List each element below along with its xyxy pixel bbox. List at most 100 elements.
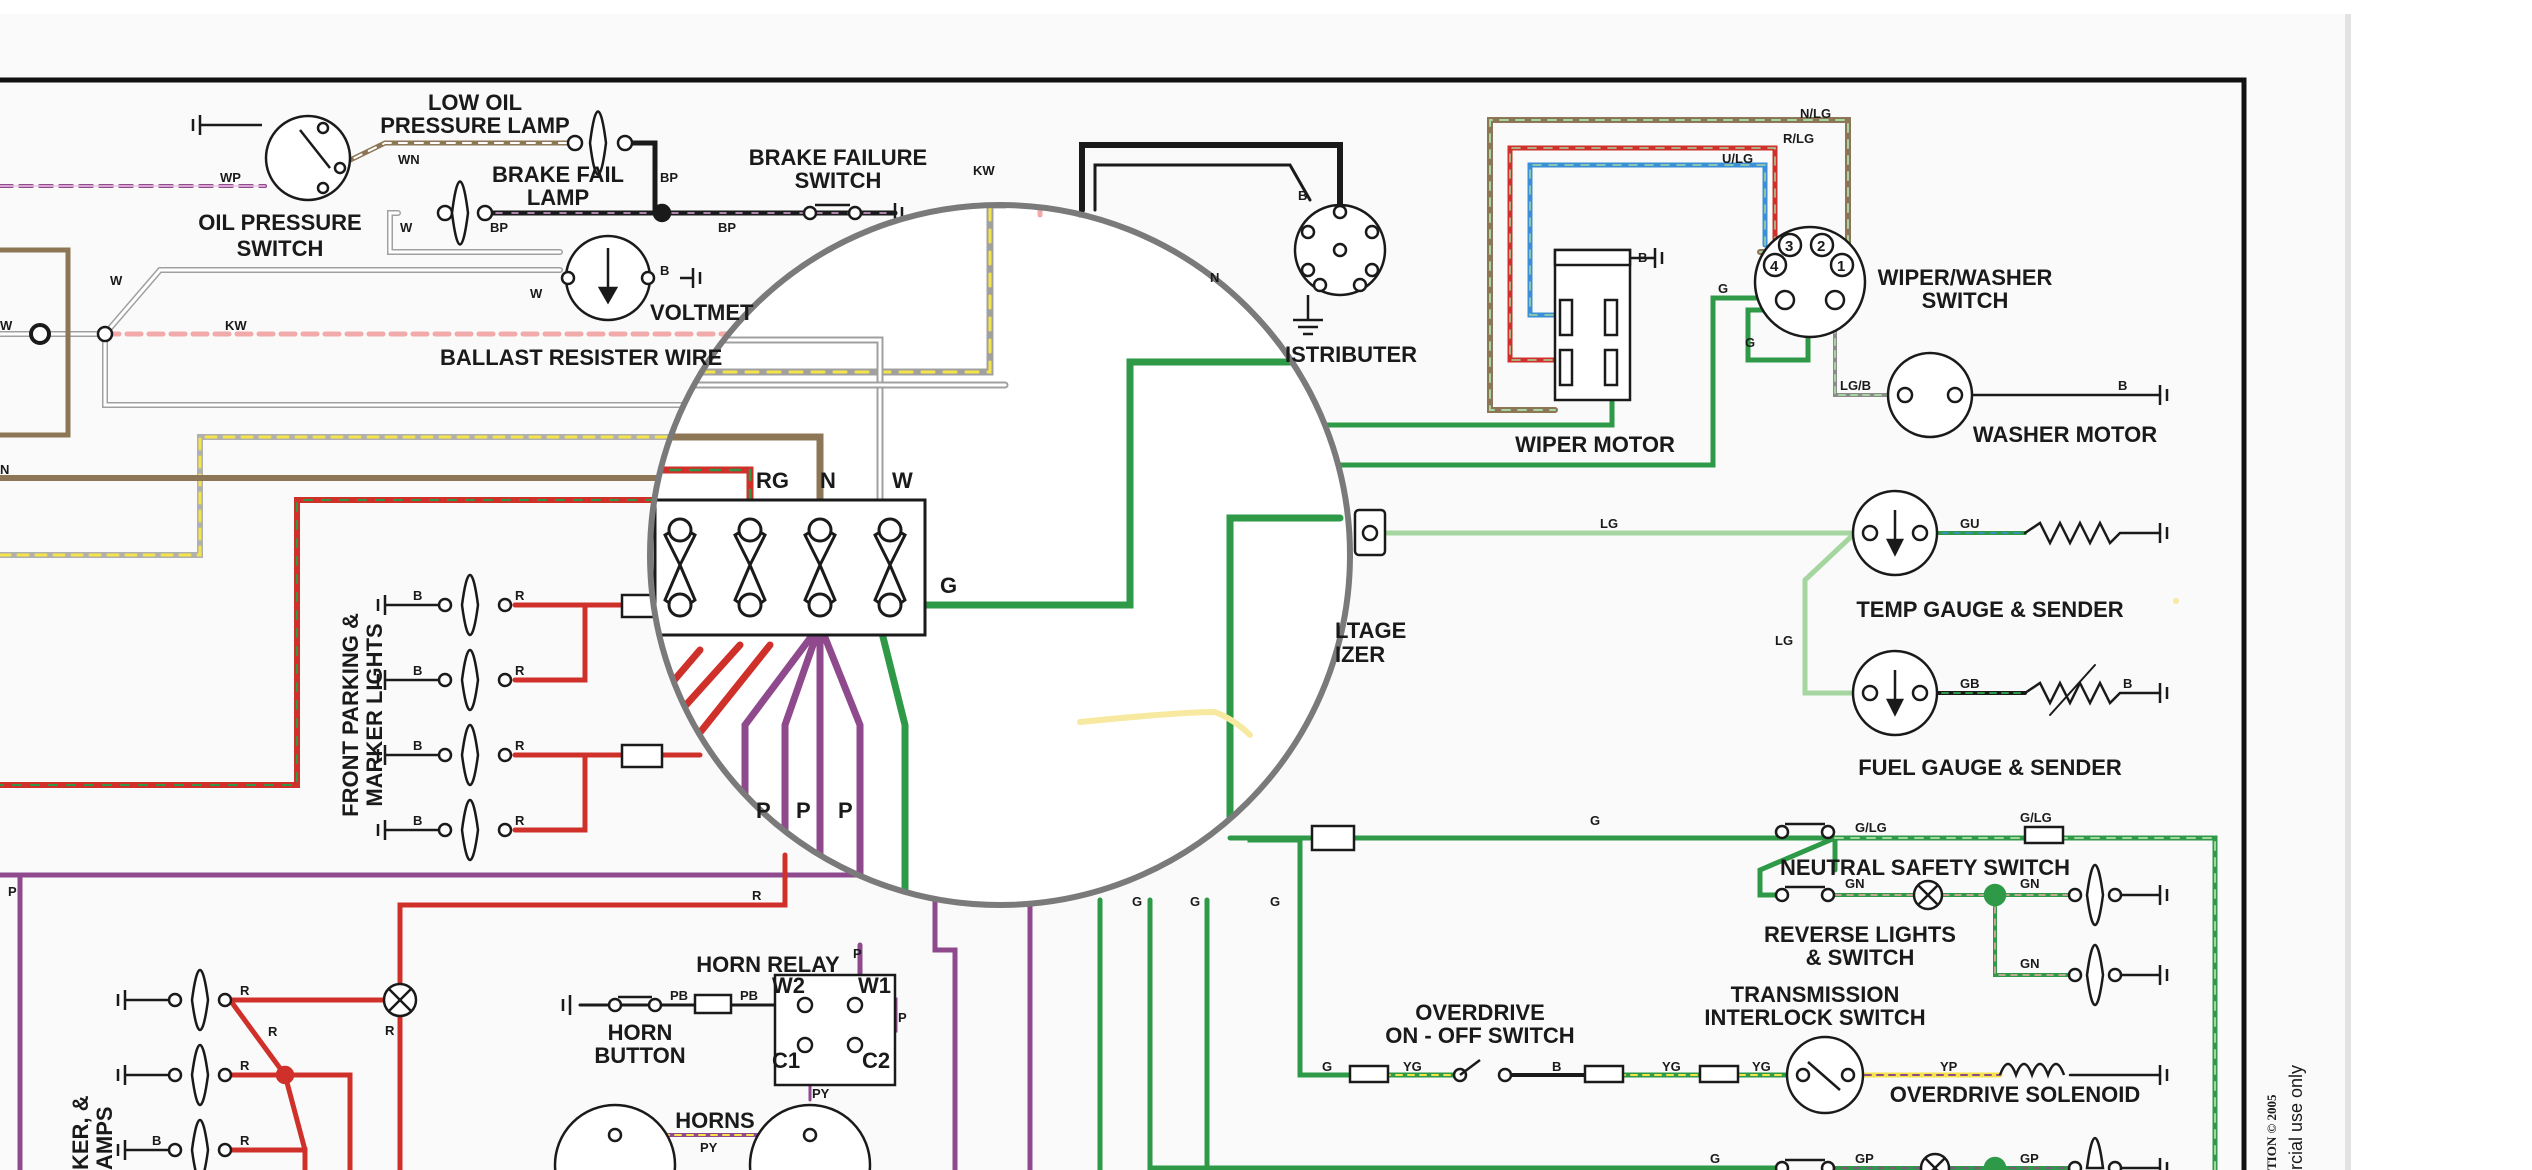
- wire-g-5: G: [1132, 894, 1142, 909]
- wire-b-10: B: [413, 813, 422, 828]
- label-side-marker-2: AMPS: [92, 1106, 117, 1170]
- wire-b-6: B: [1552, 1059, 1561, 1074]
- wire-r-5: R: [752, 888, 762, 903]
- relay-c2: C2: [862, 1048, 890, 1073]
- switch-terminal-4: 4: [1770, 258, 1779, 275]
- wire-yg-3: YG: [1752, 1059, 1771, 1074]
- wire-b-5: B: [2123, 676, 2132, 691]
- wire-w-3: W: [0, 318, 13, 333]
- wire-bp-2: BP: [490, 220, 508, 235]
- wire-r-8: R: [240, 1058, 250, 1073]
- switch-terminal-1: 1: [1837, 258, 1845, 275]
- wire-gn-3: GN: [2020, 956, 2040, 971]
- wire-r-2: R: [515, 663, 525, 678]
- label-wiper-switch-1: WIPER/WASHER: [1878, 265, 2053, 290]
- label-brake-failure-switch-2: SWITCH: [795, 168, 882, 193]
- wire-g-1: G: [1718, 281, 1728, 296]
- wire-p-2: P: [853, 946, 862, 961]
- wire-b-2: B: [1298, 188, 1307, 203]
- wire-yp: YP: [1940, 1059, 1958, 1074]
- wire-lgb: LG/B: [1840, 378, 1871, 393]
- fuse-label-p3: P: [838, 798, 853, 823]
- wire-bp-3: BP: [718, 220, 736, 235]
- ground-symbols: [116, 115, 2169, 1170]
- copyright-note: TION © 2005 rcial use only: [2264, 1065, 2306, 1170]
- wire-g-7: G: [1322, 1059, 1332, 1074]
- terminal-labels: W2 W1 C1 C2 1 2 3 4: [772, 238, 1845, 1073]
- wire-gp-1: GP: [1855, 1151, 1874, 1166]
- wire-g-3: G: [1590, 813, 1600, 828]
- fuse-label-w: W: [892, 468, 913, 493]
- label-distributer: ISTRIBUTER: [1285, 342, 1417, 367]
- wire-gp-2: GP: [2020, 1151, 2039, 1166]
- label-overdrive-switch-1: OVERDRIVE: [1415, 1000, 1545, 1025]
- label-wiper-motor: WIPER MOTOR: [1515, 432, 1675, 457]
- label-transmission-2: INTERLOCK SWITCH: [1704, 1005, 1925, 1030]
- switch-terminal-2: 2: [1817, 238, 1825, 255]
- wire-b-9: B: [413, 738, 422, 753]
- label-overdrive-switch-2: ON - OFF SWITCH: [1385, 1023, 1574, 1048]
- label-brake-fail-1: BRAKE FAIL: [492, 162, 624, 187]
- diagram-border: [0, 77, 2247, 1170]
- label-side-marker-1: KER, &: [68, 1095, 93, 1170]
- wire-b-3: B: [1638, 250, 1647, 265]
- wire-pb-1: PB: [670, 988, 688, 1003]
- wire-g-4: G: [1270, 894, 1280, 909]
- highlight-dot: [2173, 598, 2179, 604]
- wire-w-1: W: [400, 220, 413, 235]
- wire-g-6: G: [1190, 894, 1200, 909]
- label-neutral-safety: NEUTRAL SAFETY SWITCH: [1780, 855, 2070, 880]
- label-low-oil-2: PRESSURE LAMP: [380, 113, 569, 138]
- label-voltage-stab-2: IZER: [1335, 642, 1385, 667]
- components: [29, 110, 2160, 1170]
- wire-wn: WN: [398, 152, 420, 167]
- label-wiper-switch-2: SWITCH: [1922, 288, 2009, 313]
- wire-r-4: R: [515, 813, 525, 828]
- wire-b-11: B: [152, 1133, 161, 1148]
- wire-gn-1: GN: [1845, 876, 1865, 891]
- label-low-oil-1: LOW OIL: [428, 90, 522, 115]
- label-brake-fail-2: LAMP: [527, 185, 589, 210]
- label-temp-gauge: TEMP GAUGE & SENDER: [1856, 597, 2123, 622]
- wire-p-1: P: [8, 884, 17, 899]
- wire-gu: GU: [1960, 516, 1980, 531]
- label-front-parking-1: FRONT PARKING &: [338, 613, 363, 817]
- label-reverse-2: & SWITCH: [1806, 945, 1915, 970]
- label-brake-failure-switch-1: BRAKE FAILURE: [749, 145, 927, 170]
- label-voltmeter: VOLTMET: [650, 300, 754, 325]
- fuse-label-p2: P: [796, 798, 811, 823]
- wire-py-2: PY: [700, 1140, 718, 1155]
- wire-wp: WP: [220, 170, 241, 185]
- wire-yg-2: YG: [1662, 1059, 1681, 1074]
- wire-gb: GB: [1960, 676, 1980, 691]
- label-horn-relay: HORN RELAY: [696, 952, 840, 977]
- wire-n-1: N: [0, 462, 9, 477]
- wire-ulg: U/LG: [1722, 151, 1753, 166]
- wire-r-9: R: [240, 1133, 250, 1148]
- switch-terminal-3: 3: [1785, 238, 1793, 255]
- wire-lg-1: LG: [1600, 516, 1618, 531]
- label-fuel-gauge: FUEL GAUGE & SENDER: [1858, 755, 2122, 780]
- wire-w-4: W: [530, 286, 543, 301]
- wire-w-2: W: [110, 273, 123, 288]
- wire-yg-1: YG: [1403, 1059, 1422, 1074]
- label-oil-pressure-2: SWITCH: [237, 236, 324, 261]
- wire-lg-2: LG: [1775, 633, 1793, 648]
- wire-gn-2: GN: [2020, 876, 2040, 891]
- wire-rlg: R/LG: [1783, 131, 1814, 146]
- relay-w1: W1: [858, 973, 891, 998]
- wire-glg-2: G/LG: [2020, 810, 2052, 825]
- wire-r-1: R: [515, 588, 525, 603]
- wire-nlg: N/LG: [1800, 106, 1831, 121]
- fuse-label-rg: RG: [756, 468, 789, 493]
- wire-pb-2: PB: [740, 988, 758, 1003]
- label-transmission-1: TRANSMISSION: [1731, 982, 1900, 1007]
- copyright-line-1: TION © 2005: [2264, 1094, 2279, 1170]
- label-oil-pressure-1: OIL PRESSURE: [198, 210, 361, 235]
- wire-n-2: N: [1210, 270, 1219, 285]
- wire-p-3: P: [898, 1010, 907, 1025]
- wire-r-10: R: [385, 1023, 395, 1038]
- label-reverse-1: REVERSE LIGHTS: [1764, 922, 1956, 947]
- wire-kw-2: KW: [973, 163, 995, 178]
